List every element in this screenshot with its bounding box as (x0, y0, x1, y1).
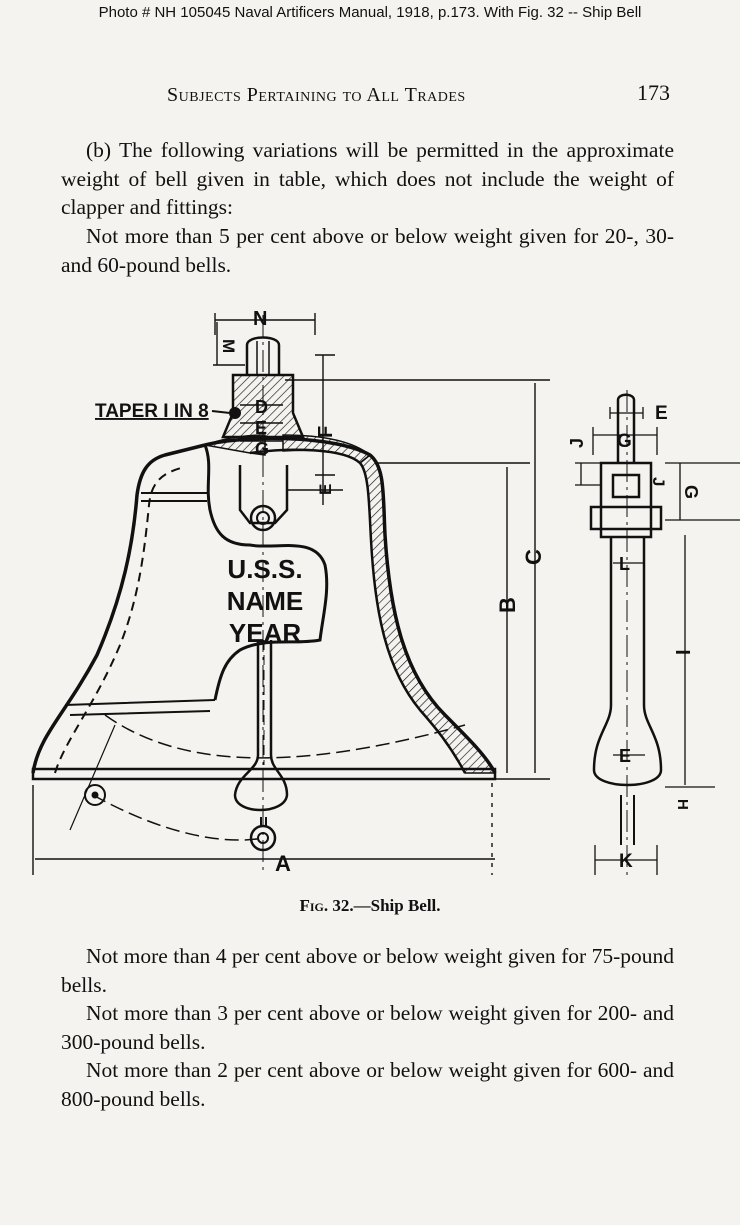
bell-inscription: U.S.S. NAME YEAR (227, 554, 304, 648)
dim-label-J-left: J (567, 438, 587, 448)
dimension-lines-side (575, 407, 740, 875)
dim-label-L: L (619, 554, 630, 574)
dim-label-F: F (315, 426, 337, 438)
inscription-line-3: YEAR (229, 618, 301, 648)
dim-label-M: M (219, 339, 238, 353)
dim-label-E-side: E (655, 403, 668, 424)
dim-label-A: A (275, 851, 291, 876)
dim-label-I: I (673, 649, 695, 655)
dim-label-E-shoulder: E (316, 484, 335, 495)
running-head: Subjects Pertaining to All Trades (167, 84, 466, 106)
figure-caption: Fig. 32.—Ship Bell. (0, 896, 740, 916)
inscription-line-2: NAME (227, 586, 304, 616)
page-number: 173 (637, 80, 670, 105)
dim-label-K: K (619, 851, 633, 872)
dim-label-E-lower: E (619, 746, 631, 766)
paragraph-5-percent: Not more than 5 per cent above or below … (61, 224, 674, 277)
dim-label-G-right: G (681, 485, 701, 499)
paragraph-4-percent: Not more than 4 per cent above or below … (61, 944, 674, 997)
bell-elevation (31, 315, 497, 875)
dim-label-E-top: E (255, 418, 267, 438)
paragraph-variations-intro: (b) The following variations will be per… (61, 138, 674, 219)
dim-label-G: G (255, 439, 269, 459)
figure-number: Fig. 32. (299, 896, 354, 915)
ship-bell-figure: U.S.S. NAME YEAR TAPER I IN 8 (25, 295, 740, 895)
paragraph-2-percent: Not more than 2 per cent above or below … (61, 1058, 674, 1111)
dim-label-D: D (255, 397, 268, 417)
dim-label-G-side: G (617, 431, 632, 452)
taper-note: TAPER I IN 8 (95, 401, 209, 422)
clapper-side-view (589, 390, 663, 875)
inscription-line-1: U.S.S. (227, 554, 302, 584)
dim-label-N: N (253, 308, 267, 330)
paragraph-3-percent: Not more than 3 per cent above or below … (61, 1001, 674, 1054)
dim-label-B: B (495, 597, 520, 613)
dim-label-J-right: J (649, 477, 668, 486)
figure-title: —Ship Bell. (353, 896, 441, 915)
photo-caption: Photo # NH 105045 Naval Artificers Manua… (98, 4, 642, 21)
dim-label-H: H (674, 799, 691, 810)
dimension-lines-main (32, 313, 550, 875)
dim-label-C: C (521, 549, 546, 565)
